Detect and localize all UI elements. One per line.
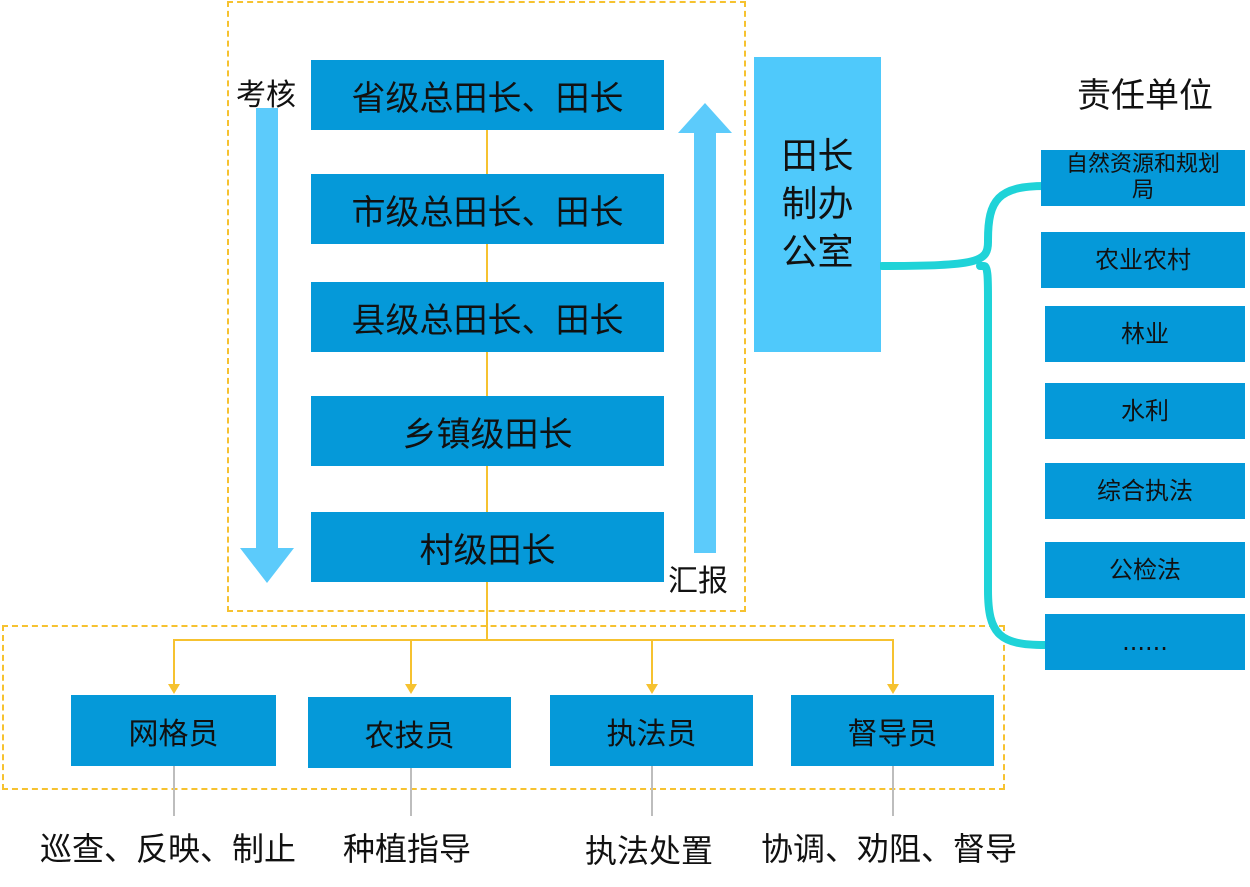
- field-chief-office-box: 田长 制办 公室: [754, 57, 881, 352]
- role-box-grid-member: 网格员: [71, 695, 276, 766]
- duty-connector: [651, 766, 653, 816]
- role-box-agri-technician: 农技员: [308, 697, 511, 768]
- duty-connector: [173, 766, 175, 816]
- level-box-village: 村级田长: [311, 512, 664, 582]
- unit-box-natural-resources: 自然资源和规划局: [1041, 150, 1245, 206]
- duty-connector: [410, 766, 412, 816]
- unit-box-agriculture: 农业农村: [1041, 232, 1245, 288]
- report-label: 汇报: [668, 564, 728, 599]
- duty-text-agri-technician: 种植指导: [343, 830, 472, 868]
- roles-group-border: [2, 625, 1005, 790]
- unit-box-more: ......: [1045, 614, 1245, 670]
- level-connector: [486, 466, 488, 512]
- report-arrow-icon: [678, 103, 732, 553]
- role-box-law-enforcer: 执法员: [550, 695, 753, 766]
- duty-connector: [892, 766, 894, 816]
- duty-text-grid-member: 巡查、反映、制止: [40, 830, 297, 868]
- role-drop-line: [410, 639, 412, 685]
- unit-box-enforcement: 综合执法: [1045, 463, 1245, 519]
- brace-connector: [880, 182, 1049, 649]
- level-connector: [486, 130, 488, 174]
- level-box-province: 省级总田长、田长: [311, 60, 664, 130]
- role-arrowhead: [405, 684, 417, 694]
- role-drop-line: [651, 639, 653, 685]
- level-box-city: 市级总田长、田长: [311, 174, 664, 244]
- role-arrowhead: [887, 684, 899, 694]
- role-arrowhead: [646, 684, 658, 694]
- role-arrowhead: [168, 684, 180, 694]
- level-box-county: 县级总田长、田长: [311, 282, 664, 352]
- office-line: 公室: [781, 231, 854, 273]
- unit-box-forestry: 林业: [1045, 306, 1245, 362]
- duty-text-law-enforcer: 执法处置: [585, 832, 714, 870]
- assessment-arrow-icon: [240, 108, 294, 583]
- office-line: 田长: [781, 135, 854, 177]
- level-connector: [486, 582, 488, 640]
- role-drop-line: [892, 639, 894, 685]
- role-drop-line: [173, 639, 175, 685]
- unit-box-public-security: 公检法: [1045, 542, 1245, 598]
- level-connector: [486, 244, 488, 282]
- units-title: 责任单位: [1077, 76, 1213, 116]
- roles-distribution-line: [173, 639, 893, 641]
- assessment-label: 考核: [236, 78, 296, 113]
- unit-box-water: 水利: [1045, 383, 1245, 439]
- level-connector: [486, 352, 488, 396]
- office-line: 制办: [781, 183, 854, 225]
- duty-text-supervisor: 协调、劝阻、督导: [761, 830, 1018, 868]
- level-box-township: 乡镇级田长: [311, 396, 664, 466]
- role-box-supervisor: 督导员: [791, 695, 994, 766]
